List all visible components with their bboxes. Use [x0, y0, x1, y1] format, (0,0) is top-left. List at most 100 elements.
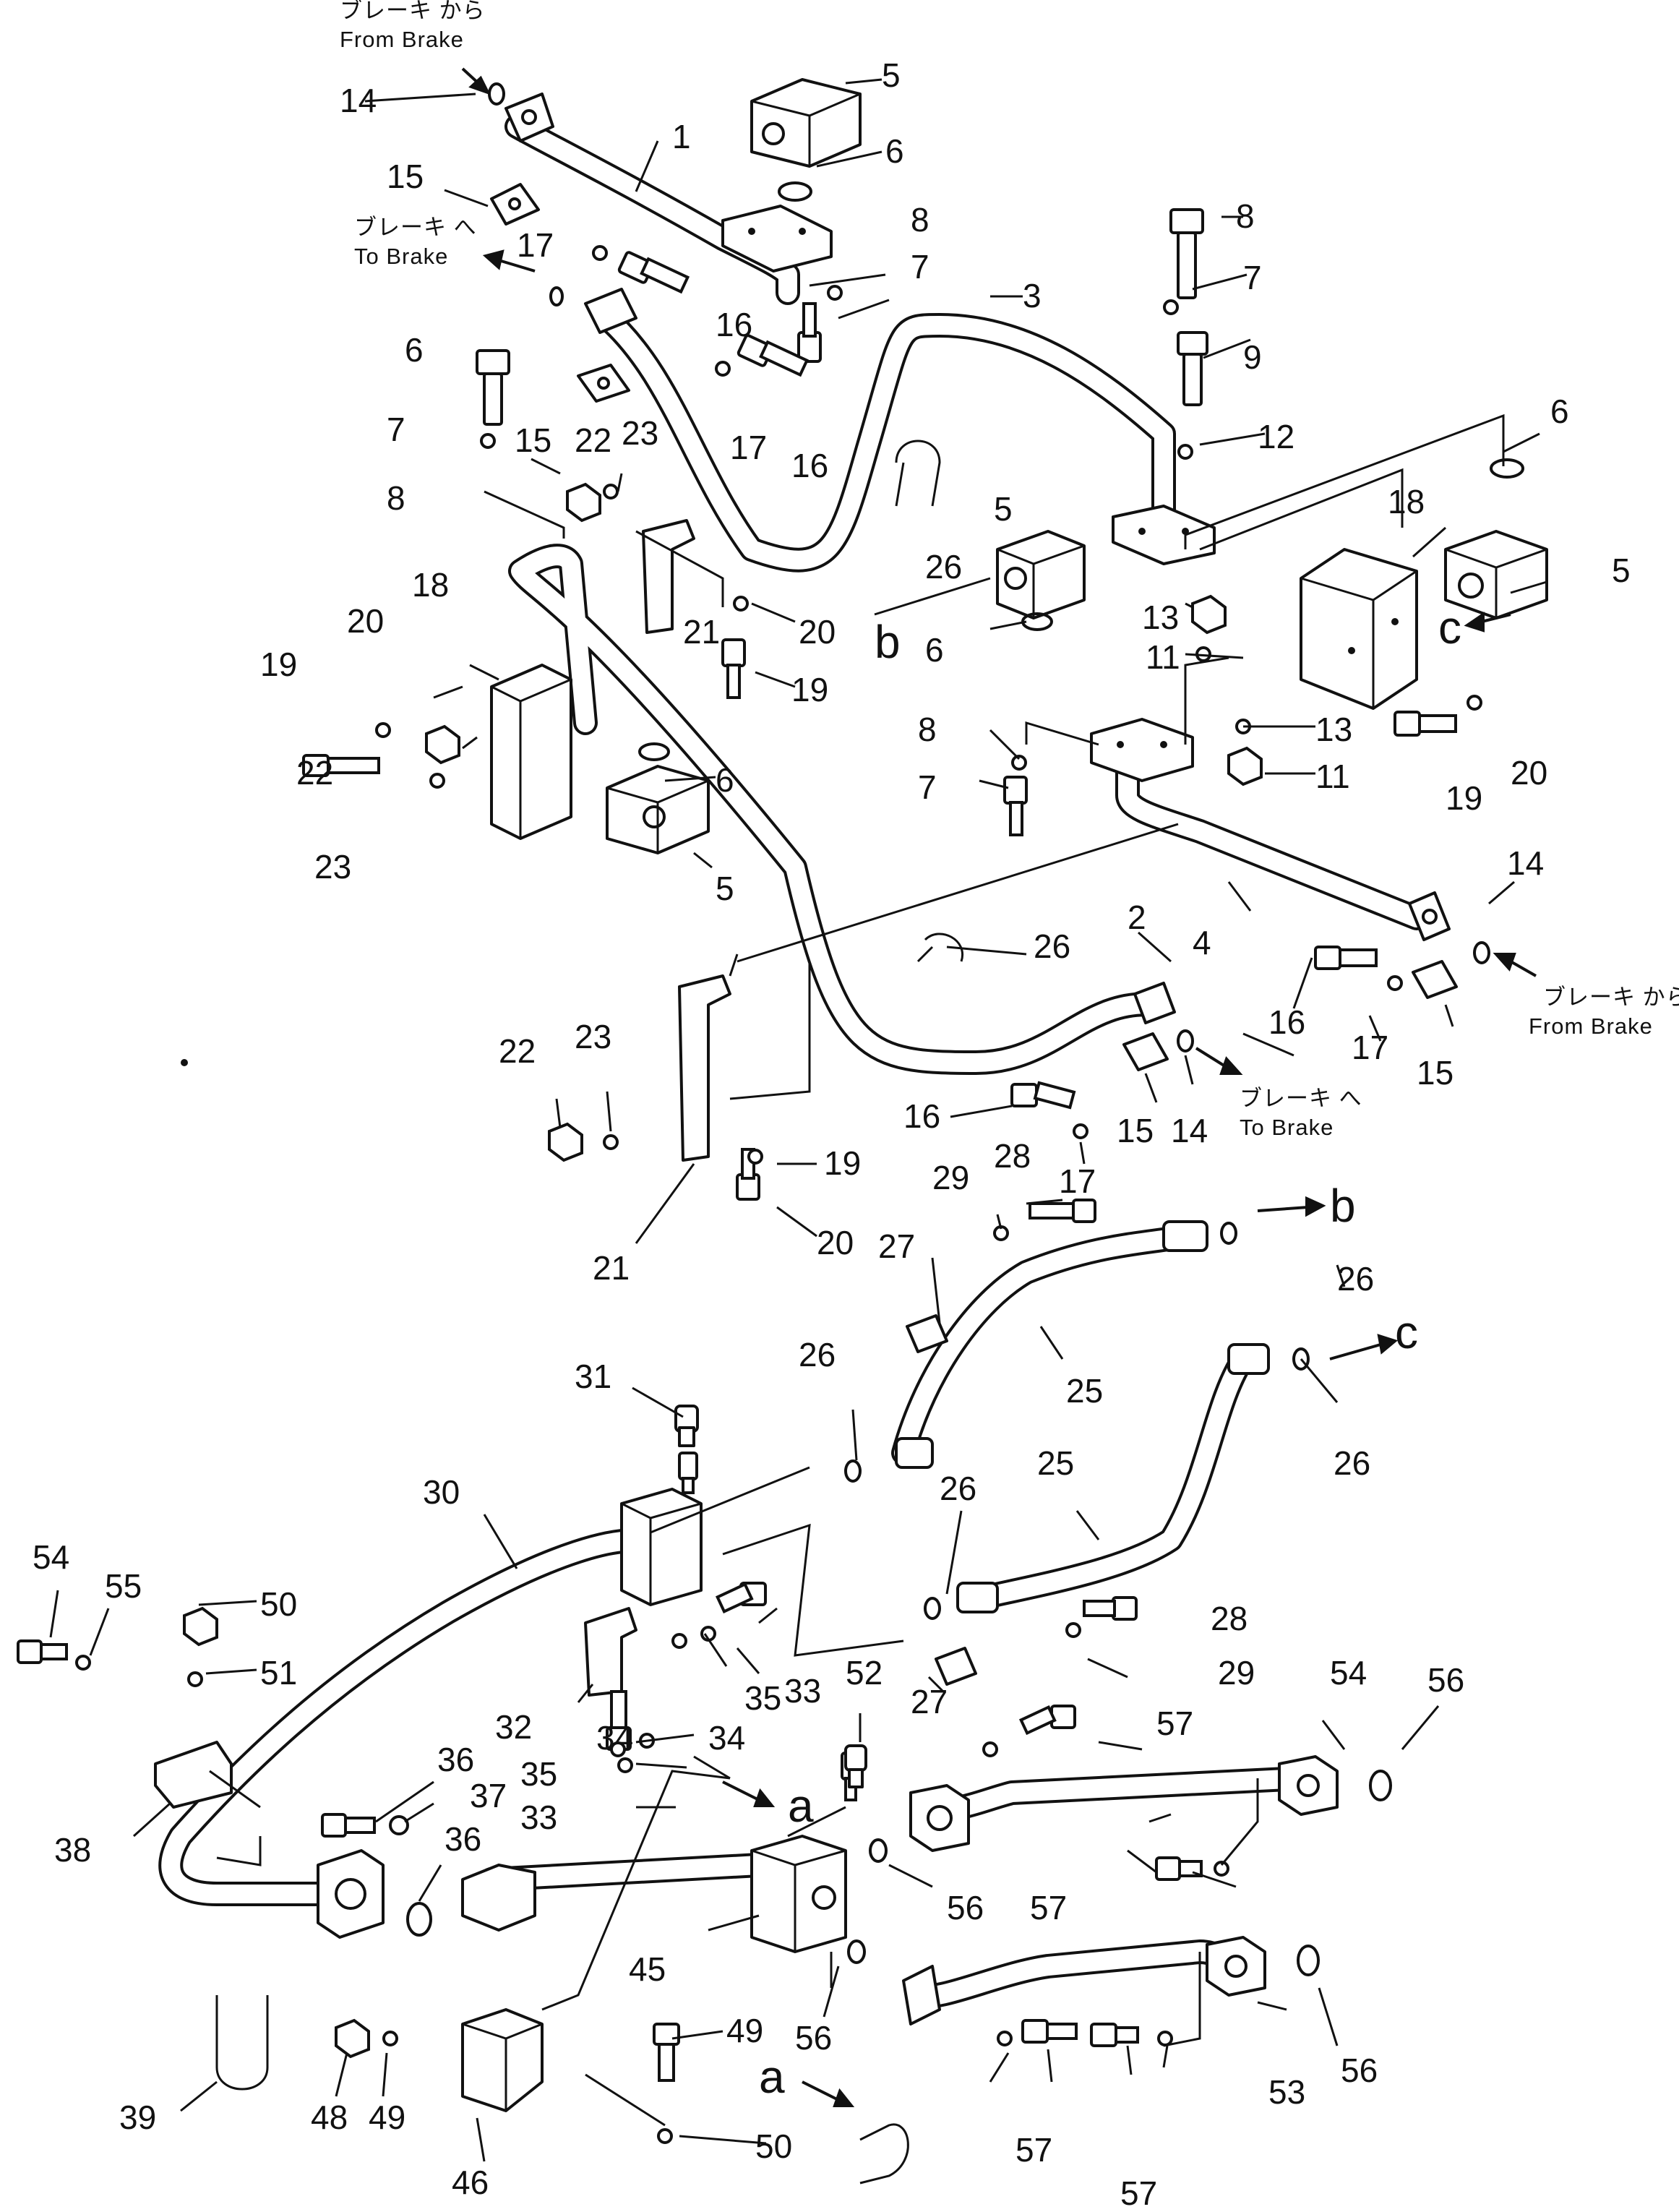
- block-30: [620, 1488, 703, 1606]
- callout-29: 29: [1218, 1654, 1255, 1692]
- flange-plate-3: [1112, 505, 1216, 565]
- callout-19: 19: [1446, 779, 1482, 817]
- callout-23: 22: [296, 754, 333, 792]
- note-from-brake-en-right: From Brake: [1529, 1013, 1653, 1039]
- callout-18: 18: [1388, 483, 1425, 520]
- callout-25: 25: [1037, 1444, 1074, 1482]
- callout-29: 29: [932, 1159, 969, 1196]
- split-flange-15-b: [577, 364, 630, 403]
- tube-30: [158, 1528, 663, 1906]
- callout-19: 19: [260, 646, 297, 683]
- callout-55: 56: [1341, 2052, 1378, 2089]
- callout-16: 16: [1268, 1003, 1305, 1041]
- tube-54: [920, 1766, 1313, 1822]
- bracket-46: [461, 2008, 544, 2112]
- callout-33: 33: [520, 1799, 557, 1836]
- part-number-callouts: 14 1 5 6 15 17 8 7 16 3 8 7 9 12 6 6 7 8…: [33, 56, 1631, 2212]
- note-from-brake-en-top: From Brake: [340, 27, 464, 52]
- callout-38: 37: [470, 1777, 507, 1814]
- u-bolt-22-lower: [916, 933, 964, 963]
- callout-28: 28: [1211, 1600, 1248, 1637]
- callout-43: 54: [33, 1538, 69, 1576]
- callout-23: 22: [575, 421, 611, 459]
- block-45: [750, 1835, 847, 1953]
- tube-53: [906, 1939, 1255, 2009]
- callout-56: 57: [1030, 1889, 1067, 1926]
- callout-26: 26: [1334, 1444, 1370, 1482]
- note-from-brake-jp-right: ブレーキ から: [1543, 985, 1679, 1010]
- callout-20: 20: [347, 602, 384, 640]
- callout-11: 11: [1146, 638, 1180, 676]
- callout-15: 15: [387, 158, 424, 195]
- callout-26: 26: [940, 1470, 976, 1507]
- callout-30: 30: [423, 1473, 460, 1511]
- letter-a-lower: a: [759, 2051, 785, 2103]
- callout-27: 27: [911, 1683, 948, 1720]
- callout-55: 56: [1427, 1661, 1464, 1699]
- callout-55: 56: [795, 2019, 832, 2057]
- flow-arrows: [461, 67, 1537, 2107]
- callout-8: 8: [387, 479, 405, 517]
- callout-15: 15: [1417, 1054, 1453, 1092]
- callout-12: 12: [1258, 418, 1294, 455]
- callout-52: 52: [846, 1654, 883, 1692]
- block-5-left: [606, 765, 710, 854]
- callout-19: 19: [791, 671, 828, 708]
- block-5-center: [996, 530, 1086, 620]
- u-bolt-22-upper: [895, 440, 941, 507]
- callout-50: 49: [726, 2012, 763, 2049]
- callout-27: 27: [878, 1227, 915, 1265]
- note-to-brake-jp-center: ブレーキ へ: [1240, 1086, 1362, 1111]
- callout-21: 21: [593, 1249, 630, 1287]
- note-to-brake-jp-top: ブレーキ へ: [354, 215, 477, 240]
- callout-20: 20: [817, 1224, 854, 1261]
- callout-41: 50: [260, 1585, 297, 1623]
- callout-16: 16: [791, 447, 828, 484]
- u-bolt-bottom: [859, 2123, 909, 2185]
- bolts: [17, 208, 1457, 2082]
- callout-18: 18: [412, 566, 449, 604]
- split-flange-15-a: [490, 183, 540, 226]
- plug-31: [674, 1405, 699, 1447]
- callout-24: 23: [622, 414, 658, 452]
- note-to-brake-en-top: To Brake: [354, 244, 448, 269]
- u-bolt-40: [215, 1995, 269, 2091]
- callout-6: 6: [716, 761, 734, 799]
- callout-7: 7: [918, 768, 937, 806]
- callout-24: 23: [314, 848, 351, 886]
- callout-24: 23: [575, 1018, 611, 1055]
- callout-14: 14: [340, 82, 377, 119]
- flange-36: [461, 1864, 536, 1932]
- tube-3: [595, 306, 1176, 573]
- callout-34: 34: [596, 1719, 633, 1757]
- callout-13: 13: [1315, 711, 1352, 748]
- callout-4: 4: [1193, 924, 1211, 961]
- callout-26: 26: [1337, 1260, 1374, 1298]
- note-from-brake-jp-top: ブレーキ から: [340, 0, 486, 23]
- letter-a-upper: a: [788, 1780, 814, 1832]
- callout-17: 17: [730, 429, 767, 466]
- callout-16: 16: [903, 1097, 940, 1135]
- callout-23: 22: [499, 1032, 536, 1070]
- pipe-end-flange-4: [1408, 891, 1451, 941]
- callout-32: 32: [495, 1708, 532, 1746]
- callout-6: 6: [405, 331, 424, 369]
- callout-25: 25: [1066, 1372, 1103, 1410]
- callout-5: 5: [1612, 552, 1631, 589]
- flange-53-left: [902, 1965, 941, 2025]
- callout-1: 1: [672, 118, 691, 155]
- callout-5: 5: [716, 870, 734, 907]
- callout-54: 54: [1330, 1654, 1367, 1692]
- callout-53: 53: [1268, 2073, 1305, 2111]
- flange-plate-1: [721, 205, 833, 273]
- tube-2: [508, 544, 1169, 1075]
- callout-51: 50: [755, 2127, 792, 2165]
- tube-4: [1115, 754, 1429, 930]
- callout-5: 5: [994, 490, 1013, 528]
- flange-main-left: [317, 1849, 385, 1939]
- callout-34: 34: [708, 1719, 745, 1757]
- block-5-right: [1444, 530, 1548, 620]
- callout-26: 26: [799, 1336, 836, 1373]
- flange-plate-4: [1090, 718, 1194, 782]
